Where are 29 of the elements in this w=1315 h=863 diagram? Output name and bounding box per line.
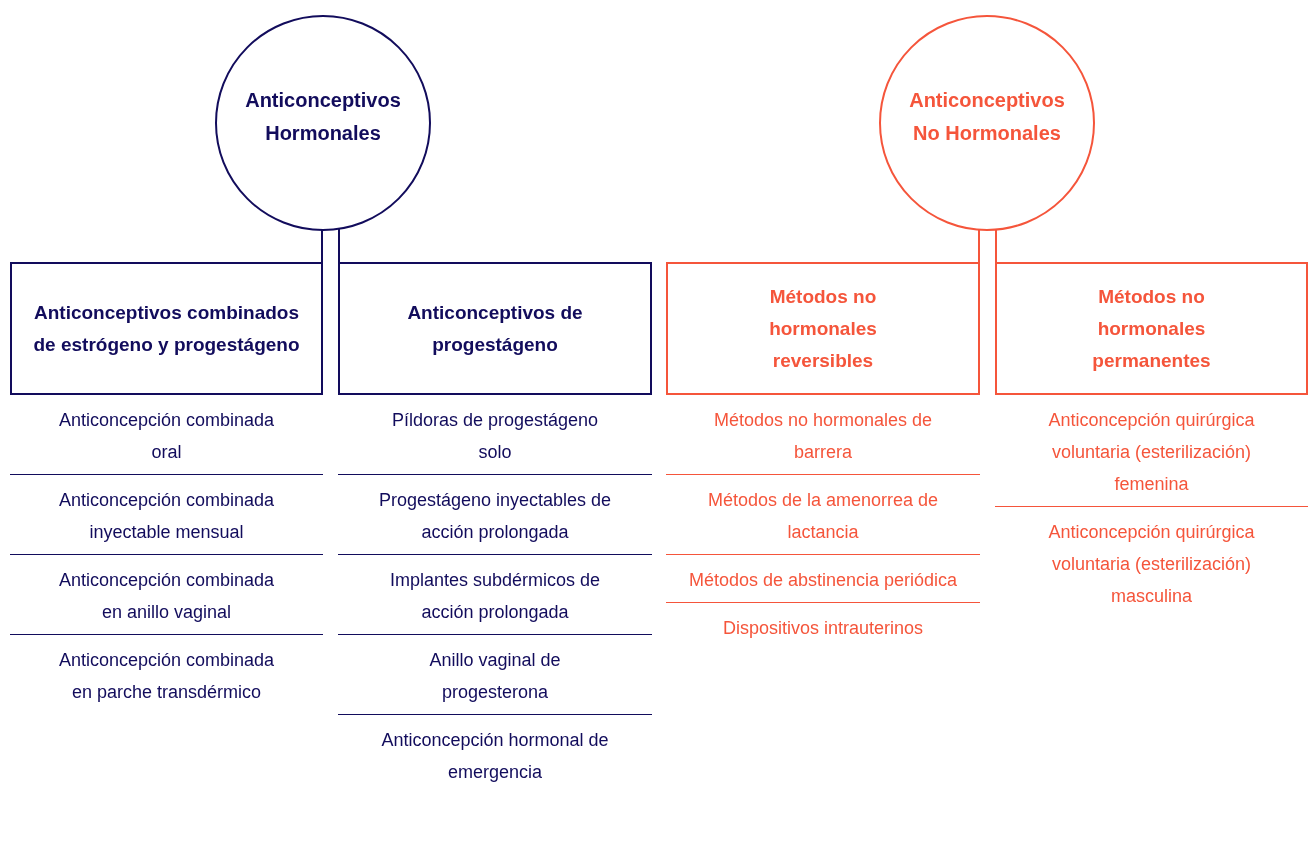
method-item: Anticoncepción combinada oral	[57, 409, 276, 464]
method-item: Progestágeno inyectables de acción prolongada	[338, 474, 652, 554]
category-box	[666, 262, 980, 395]
category-title: Métodos no hormonales permanentes	[1091, 284, 1212, 373]
method-item: Métodos de la amenorrea de lactancia	[666, 474, 980, 554]
method-item: Anticoncepción combinada en anillo vaginal	[10, 554, 323, 634]
method-item: Dispositivos intrauterinos	[666, 602, 980, 650]
connector-line	[978, 228, 980, 264]
method-item: Anticoncepción quirúrgica voluntaria (esterilización) femenina	[1047, 409, 1256, 496]
category-box	[10, 262, 323, 395]
category-title: Anticonceptivos Hormonales	[244, 88, 402, 146]
method-item: Anticoncepción combinada inyectable mensual	[10, 474, 323, 554]
category-box	[338, 262, 652, 395]
category-box	[995, 262, 1308, 395]
category-title: Anticonceptivos de progestágeno	[406, 300, 584, 357]
method-item: Anticoncepción combinada en parche transdérmico	[10, 634, 323, 714]
method-item: Anillo vaginal de progesterona	[338, 634, 652, 714]
method-item: Implantes subdérmicos de acción prolongada	[338, 554, 652, 634]
method-item: Anticoncepción hormonal de emergencia	[338, 714, 652, 794]
category-title: Anticonceptivos combinados de estrógeno y progestágeno	[32, 300, 301, 357]
connector-line	[321, 229, 323, 264]
category-title: Métodos no hormonales reversibles	[768, 284, 878, 373]
connector-line	[338, 227, 340, 264]
method-item: Píldoras de progestágeno solo	[390, 409, 600, 464]
category-title: Anticonceptivos No Hormonales	[908, 88, 1066, 146]
method-item: Métodos de abstinencia periódica	[666, 554, 980, 602]
method-item: Métodos no hormonales de barrera	[712, 409, 934, 464]
connector-line	[995, 228, 997, 264]
method-item: Anticoncepción quirúrgica voluntaria (esterilización) masculina	[995, 506, 1308, 618]
